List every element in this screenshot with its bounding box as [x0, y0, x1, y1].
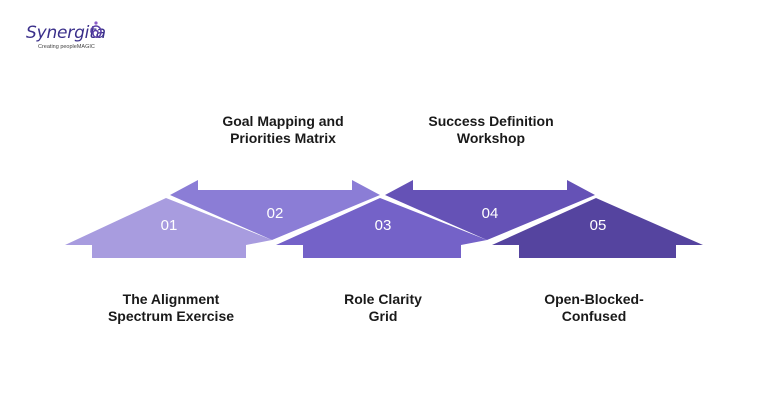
- step-label-05-line-1: Open-Blocked-: [544, 291, 644, 307]
- step-label-05: Open-Blocked- Confused: [509, 291, 679, 325]
- step-shape-05: [492, 198, 703, 258]
- step-shape-01: [65, 198, 272, 258]
- step-shape-02: [170, 180, 380, 240]
- step-label-02: Goal Mapping and Priorities Matrix: [198, 113, 368, 147]
- step-shape-04: [385, 180, 595, 240]
- step-label-04: Success Definition Workshop: [406, 113, 576, 147]
- step-label-04-line-1: Success Definition: [428, 113, 554, 129]
- brand-name: Synergita: [26, 23, 106, 43]
- step-label-01-line-1: The Alignment: [122, 291, 220, 307]
- step-arrow-05: [492, 198, 703, 258]
- step-label-03: Role Clarity Grid: [298, 291, 468, 325]
- step-number-02: 02: [267, 205, 284, 222]
- step-label-03-line-1: Role Clarity: [344, 291, 422, 307]
- brand-tagline: Creating peopleMAGIC: [38, 44, 95, 50]
- step-number-04: 04: [482, 205, 499, 222]
- step-label-01: The Alignment Spectrum Exercise: [86, 291, 256, 325]
- step-label-02-line-1: Goal Mapping and: [222, 113, 344, 129]
- step-number-05: 05: [590, 217, 607, 234]
- step-label-03-line-2: Grid: [368, 308, 398, 324]
- synergita-logo-icon: [90, 21, 102, 38]
- step-arrow-03: [276, 198, 487, 258]
- step-number-03: 03: [375, 217, 392, 234]
- brand-logo: Synergita Creating peopleMAGIC: [26, 21, 136, 58]
- step-shape-03: [276, 198, 487, 258]
- step-number-01: 01: [161, 217, 178, 234]
- step-label-02-line-2: Priorities Matrix: [230, 130, 336, 146]
- step-arrow-04: [385, 180, 595, 240]
- step-arrow-01: [65, 198, 272, 258]
- step-label-04-line-2: Workshop: [456, 130, 526, 146]
- step-arrow-02: [170, 180, 380, 240]
- step-label-01-line-2: Spectrum Exercise: [107, 308, 235, 324]
- step-label-05-line-2: Confused: [561, 308, 627, 324]
